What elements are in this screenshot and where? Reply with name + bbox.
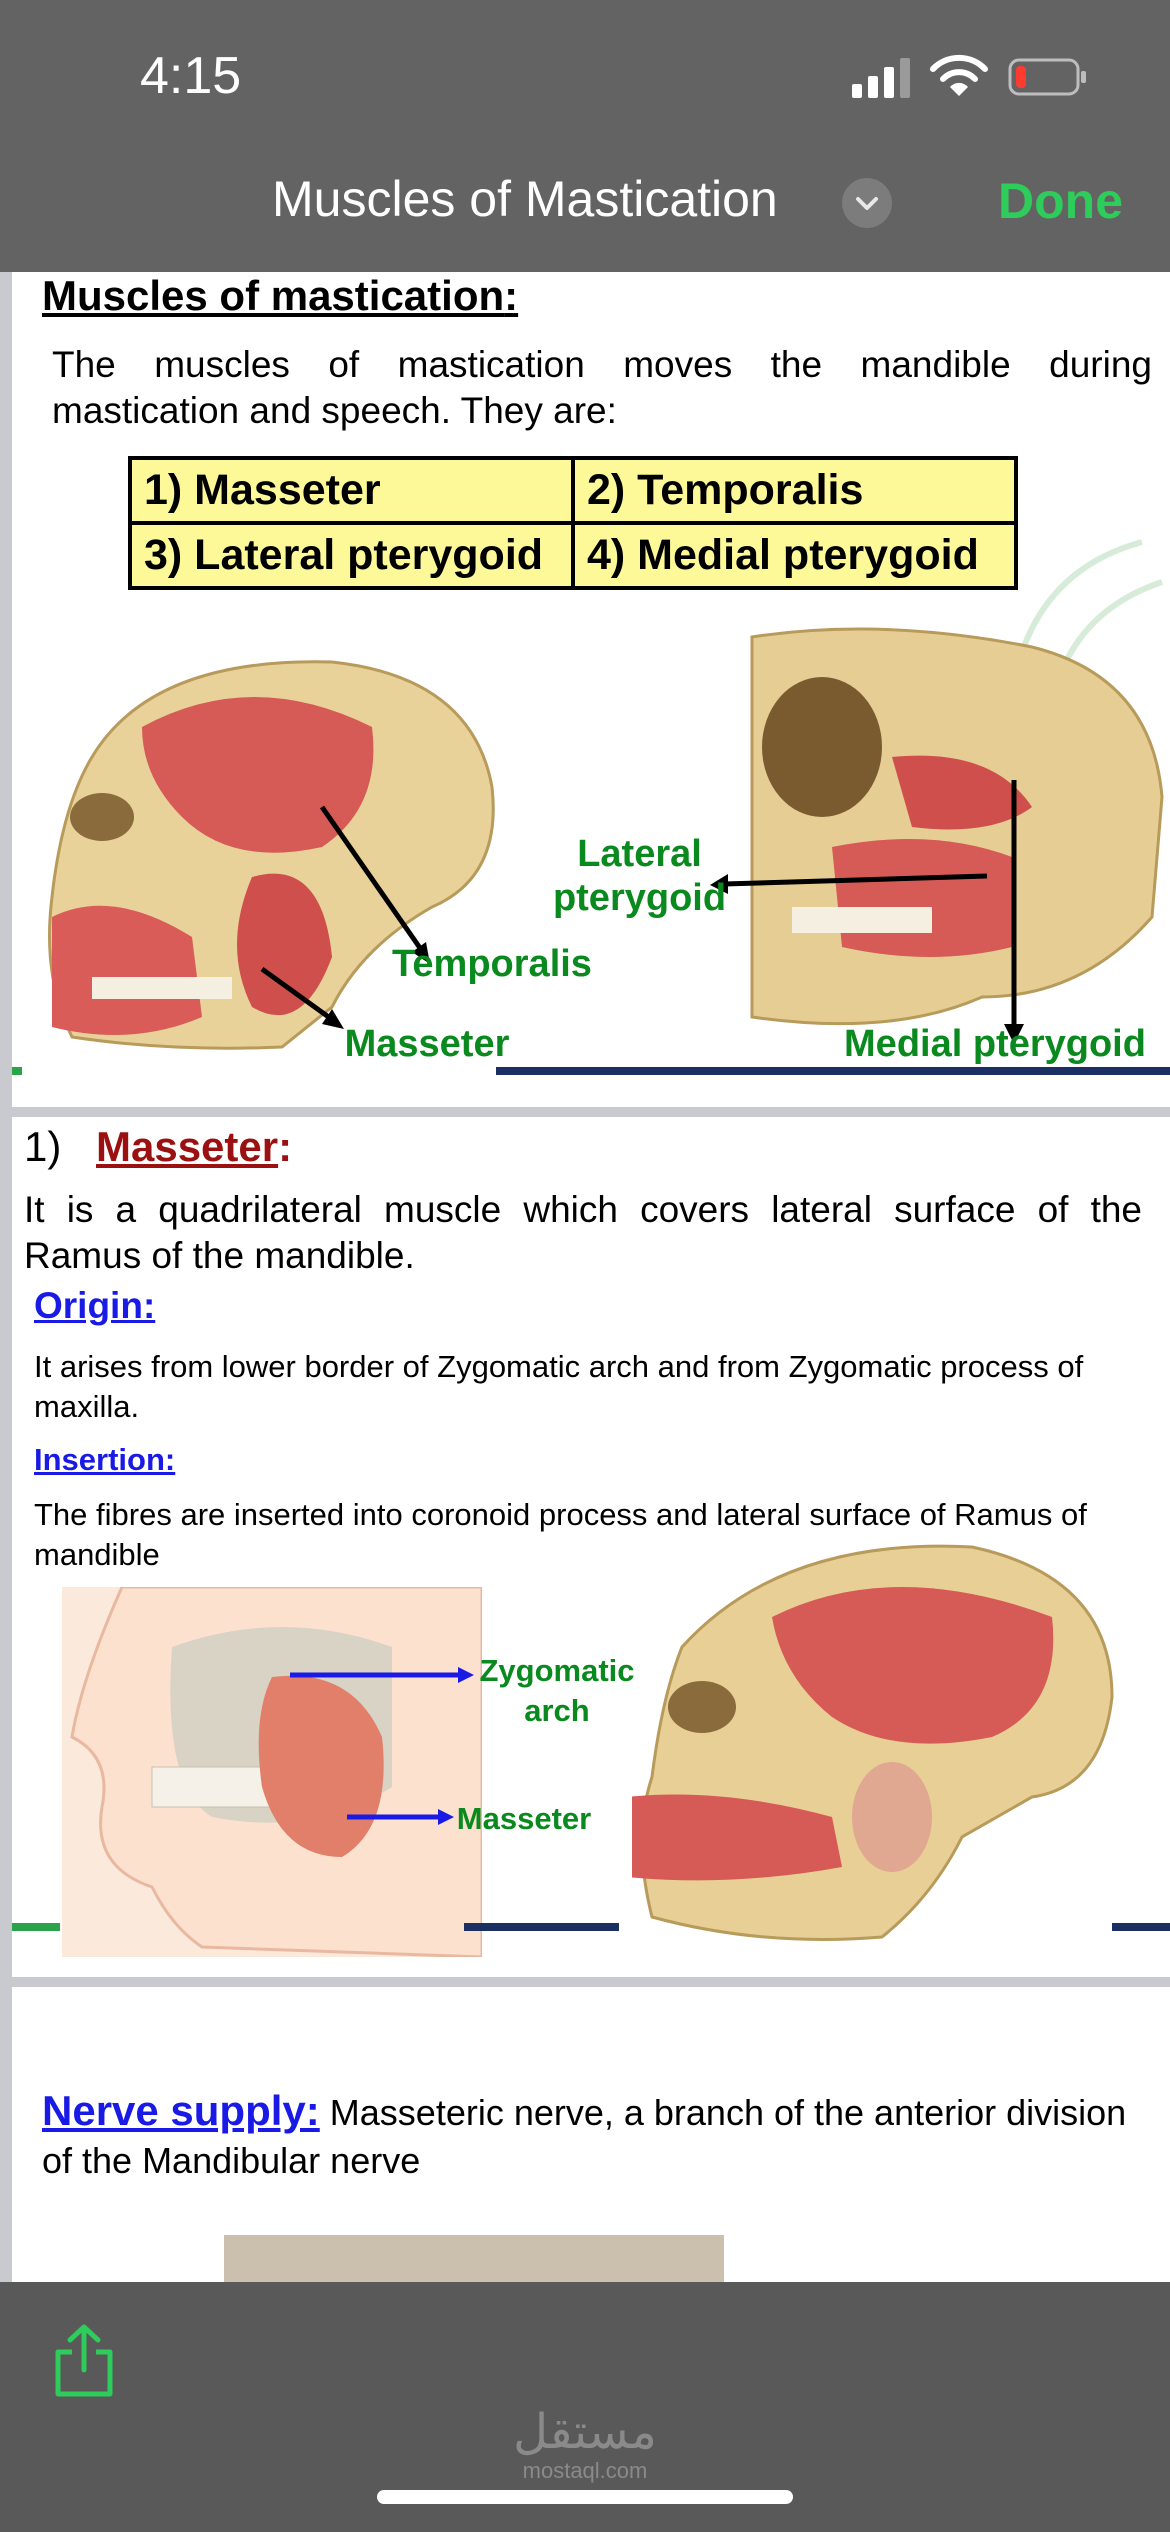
table-row: 1) Masseter 2) Temporalis xyxy=(128,456,1018,525)
label-medial-pterygoid: Medial pterygoid xyxy=(844,1023,1146,1065)
page-heading: Muscles of mastication: xyxy=(42,272,519,319)
page-separator xyxy=(0,1977,1170,1987)
status-bar: 4:15 xyxy=(0,0,1170,150)
intro-paragraph: The muscles of mastication moves the man… xyxy=(52,344,1152,431)
slide-page-3: Nerve supply: Masseteric nerve, a branch… xyxy=(12,1987,1170,2282)
origin-text: It arises from lower border of Zygomatic… xyxy=(34,1349,1084,1424)
battery-icon xyxy=(1008,58,1086,96)
share-icon[interactable] xyxy=(52,2324,116,2398)
skull-temporalis-masseter-illustration xyxy=(48,660,495,1050)
table-cell: 1) Masseter xyxy=(128,456,575,525)
wifi-icon xyxy=(930,54,988,96)
document-title[interactable]: Muscles of Mastication xyxy=(272,171,778,227)
table-row: 3) Lateral pterygoid 4) Medial pterygoid xyxy=(128,521,1018,590)
slide-page-2: 1) Masseter: It is a quadrilateral muscl… xyxy=(12,1117,1170,1977)
done-button[interactable]: Done xyxy=(998,173,1123,229)
section-number: 1) xyxy=(24,1123,62,1170)
masseter-intro: It is a quadrilateral muscle which cover… xyxy=(24,1189,1142,1276)
table-cell: 3) Lateral pterygoid xyxy=(128,521,575,590)
watermark-arabic: مستقل xyxy=(513,2404,657,2460)
section-title: Masseter: xyxy=(96,1123,293,1170)
skull-pterygoid-illustration xyxy=(750,627,1164,1026)
muscles-table: 1) Masseter 2) Temporalis 3) Lateral pte… xyxy=(128,456,1018,590)
label-arrows-2 xyxy=(12,1667,1170,1931)
status-time: 4:15 xyxy=(140,47,242,105)
home-indicator[interactable] xyxy=(377,2490,793,2504)
watermark: مستقل mostaql.com xyxy=(500,2406,670,2484)
nerve-supply-paragraph: Nerve supply: Masseteric nerve, a branch… xyxy=(42,2087,1127,2181)
watermark-latin: mostaql.com xyxy=(522,2458,648,2483)
next-image-preview xyxy=(224,2235,724,2282)
label-lateral-pterygoid: Lateral pterygoid xyxy=(552,833,727,919)
signal-icon xyxy=(852,58,910,98)
table-cell: 2) Temporalis xyxy=(571,456,1018,525)
label-masseter-2: Masseter xyxy=(456,1801,592,1836)
slide-page-1: Muscles of mastication: The muscles of m… xyxy=(12,272,1170,1107)
label-arrows xyxy=(12,780,1170,1075)
label-zygomatic-arch: Zygomatic arch xyxy=(479,1653,635,1728)
chevron-down-icon[interactable] xyxy=(842,178,892,228)
insertion-text: The fibres are inserted into coronoid pr… xyxy=(34,1497,1087,1572)
insertion-heading: Insertion: xyxy=(34,1442,176,1477)
skull-masseter-illustration xyxy=(632,1544,1114,1941)
page-gutter xyxy=(0,272,12,2282)
label-temporalis: Temporalis xyxy=(392,943,592,985)
origin-heading: Origin: xyxy=(34,1285,156,1326)
page-separator xyxy=(0,1107,1170,1117)
label-masseter: Masseter xyxy=(344,1023,510,1065)
nav-bar xyxy=(0,150,1170,272)
table-cell: 4) Medial pterygoid xyxy=(571,521,1018,590)
